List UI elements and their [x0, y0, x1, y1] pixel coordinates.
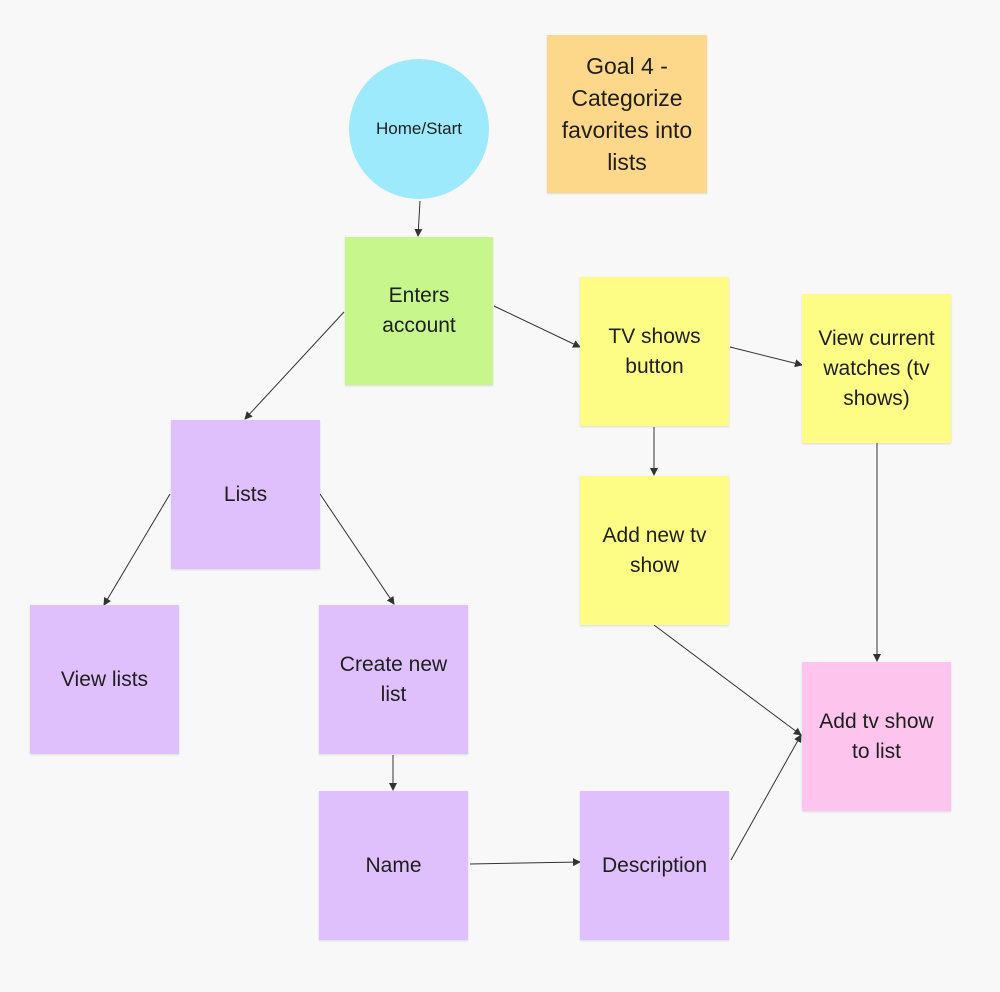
connector-name-to-description — [469, 858, 581, 867]
connector-description-to-add-to-list — [730, 734, 802, 861]
add-new-tv-show-label: Add new tv show — [602, 523, 707, 577]
enters-account-node[interactable]: Enters account — [345, 237, 493, 385]
view-current-watches-node[interactable]: View current watches (tv shows) — [802, 294, 951, 443]
description-node[interactable]: Description — [580, 791, 729, 940]
description-label: Description — [601, 853, 708, 877]
add-tv-show-to-list-node[interactable]: Add tv show to list — [802, 662, 951, 811]
create-new-list-node[interactable]: Create new list — [319, 605, 468, 754]
add-new-tv-show-node[interactable]: Add new tv show — [580, 476, 729, 625]
connector-home-to-enters-account — [414, 200, 423, 237]
connector-tv-shows-to-view-current — [729, 346, 803, 368]
enters-account-label: Enters account — [382, 284, 456, 337]
view-current-watches-label: View current watches (tv shows) — [818, 326, 935, 410]
connector-lists-to-create-list — [319, 493, 395, 605]
connector-add-new-to-add-to-list — [653, 624, 802, 736]
connector-lists-to-view-lists — [103, 493, 171, 606]
goal-note[interactable]: Goal 4 - Categorize favorites into lists — [547, 35, 707, 193]
view-lists-node[interactable]: View lists — [30, 605, 179, 754]
add-tv-show-to-list-label: Add tv show to list — [819, 709, 934, 763]
lists-node[interactable]: Lists — [171, 420, 320, 569]
create-new-list-label: Create new list — [339, 652, 448, 706]
name-node[interactable]: Name — [319, 791, 468, 940]
connector-enters-account-to-lists — [244, 311, 345, 420]
connector-enters-account-to-tv-shows — [493, 305, 581, 348]
tv-shows-button-node[interactable]: TV shows button — [580, 277, 729, 426]
home-start-node[interactable]: Home/Start — [349, 59, 489, 199]
goal-label: Goal 4 - Categorize favorites into lists — [561, 53, 693, 175]
tv-shows-button-label: TV shows button — [608, 324, 701, 378]
home-start-label: Home/Start — [376, 119, 462, 138]
name-label: Name — [365, 853, 422, 877]
view-lists-label: View lists — [60, 667, 149, 691]
lists-label: Lists — [223, 482, 268, 506]
